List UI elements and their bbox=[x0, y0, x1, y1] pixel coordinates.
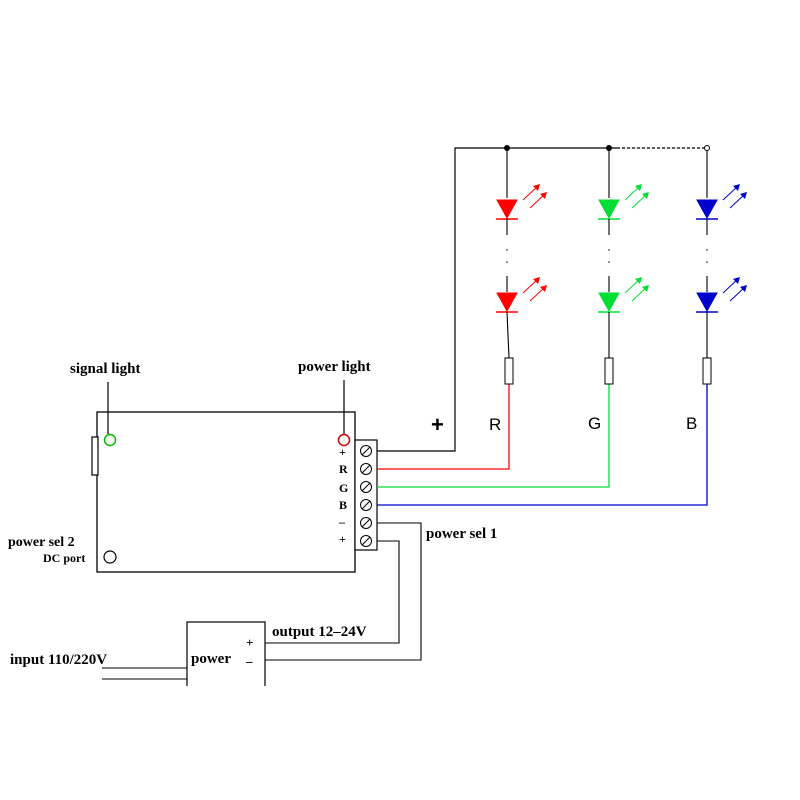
plus-label: + bbox=[431, 412, 444, 437]
led-string-red bbox=[496, 148, 547, 385]
resistor bbox=[702, 357, 712, 385]
terminal-label-plus-2: + bbox=[339, 532, 346, 546]
dc-port-circle bbox=[103, 550, 117, 564]
led-string-blue bbox=[696, 150, 747, 385]
junction-dot bbox=[704, 145, 710, 151]
led-diode bbox=[598, 199, 620, 220]
terminal-screw bbox=[360, 481, 372, 493]
supply-minus-label: _ bbox=[245, 649, 253, 664]
led-diode bbox=[496, 199, 518, 220]
power-light-led bbox=[337, 433, 351, 447]
terminal-screw bbox=[360, 463, 372, 475]
resistor bbox=[604, 357, 614, 385]
terminal-label-g: G bbox=[339, 481, 348, 495]
terminal-screw bbox=[360, 445, 372, 457]
led-diode bbox=[496, 292, 518, 313]
terminal-label-minus: – bbox=[338, 515, 346, 529]
led-string-green bbox=[598, 148, 649, 385]
channel-g-label: G bbox=[588, 414, 601, 433]
input-label: input 110/220V bbox=[10, 652, 107, 668]
channel-b-label: B bbox=[686, 414, 697, 433]
common-plus-wire bbox=[377, 147, 708, 452]
terminal-screw bbox=[360, 535, 372, 547]
red-wire bbox=[377, 384, 510, 470]
output-minus-wire bbox=[265, 522, 422, 661]
dc-port-label: DC port bbox=[43, 551, 85, 565]
terminal-screws bbox=[360, 445, 372, 547]
signal-light-led bbox=[103, 433, 117, 447]
terminal-screw bbox=[360, 517, 372, 529]
controller-side-tab bbox=[91, 436, 99, 476]
terminal-screw bbox=[360, 499, 372, 511]
terminal-label-b: B bbox=[339, 498, 347, 512]
supply-plus-label: + bbox=[246, 635, 253, 650]
led-diode bbox=[598, 292, 620, 313]
resistor bbox=[504, 357, 514, 385]
signal-light-label: signal light bbox=[70, 361, 140, 377]
power-supply-label: power bbox=[191, 651, 231, 667]
channel-r-label: R bbox=[489, 415, 501, 434]
controller-box bbox=[96, 411, 356, 573]
led-diode bbox=[696, 292, 718, 313]
power-sel-1-label: power sel 1 bbox=[426, 526, 497, 542]
terminal-label-plus: + bbox=[339, 445, 346, 459]
power-light-label: power light bbox=[298, 359, 371, 375]
power-sel-2-label: power sel 2 bbox=[8, 535, 75, 550]
terminal-label-r: R bbox=[339, 462, 348, 476]
led-diode bbox=[696, 199, 718, 220]
output-plus-wire bbox=[265, 540, 400, 644]
output-label: output 12–24V bbox=[272, 624, 367, 640]
power-supply-box bbox=[186, 621, 266, 691]
blue-wire bbox=[377, 384, 708, 506]
green-wire bbox=[377, 384, 610, 488]
